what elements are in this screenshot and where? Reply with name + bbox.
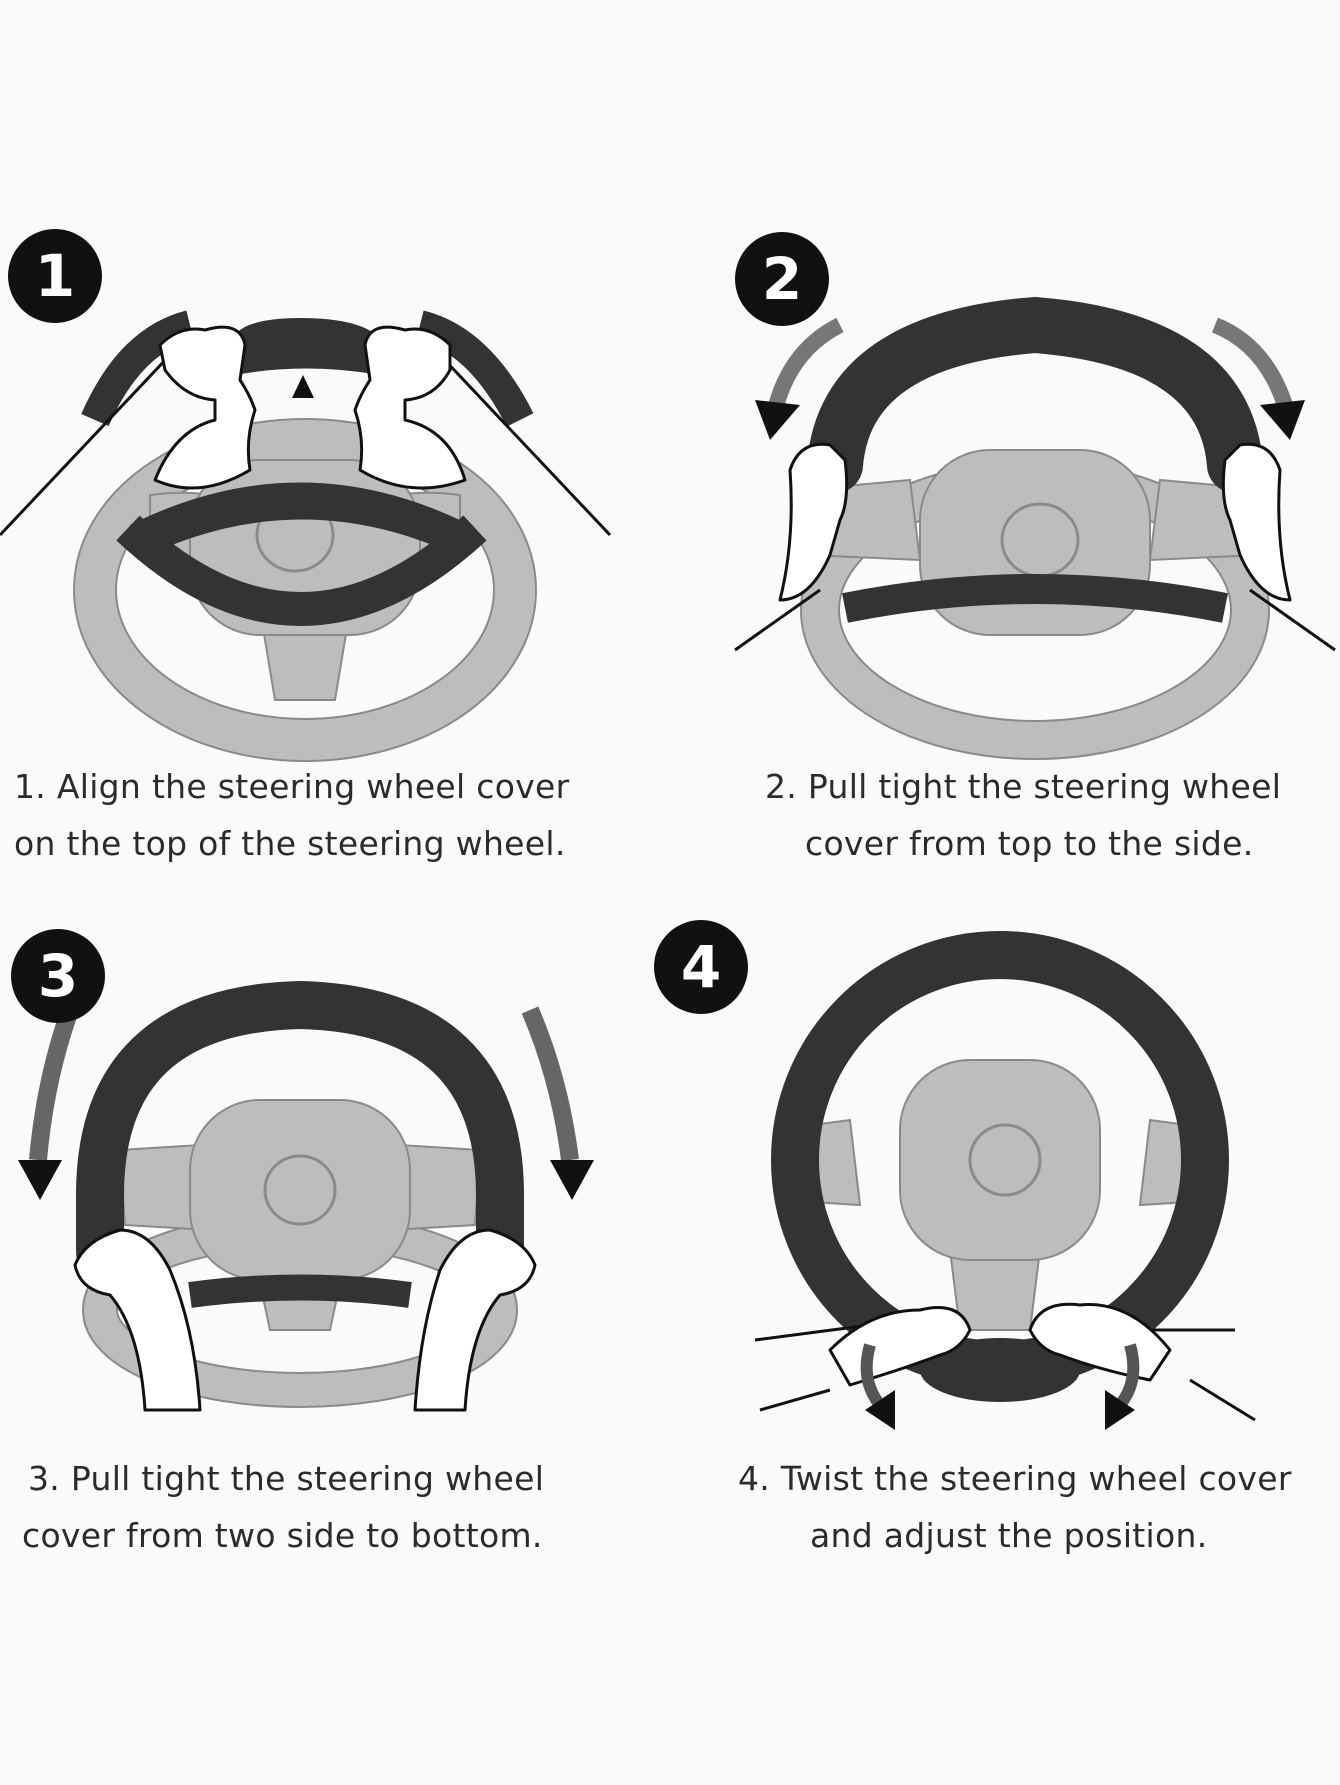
step-2-caption: 2. Pull tight the steering wheel cover f…	[765, 758, 1340, 872]
caption-line: cover from two side to bottom.	[22, 1516, 543, 1555]
step-1: 1 1. Align the steering wheel cover on t…	[0, 0, 670, 863]
twist-arrow-icon	[1105, 1343, 1140, 1430]
caption-line: 2. Pull tight the steering wheel	[765, 767, 1282, 806]
pull-arrow-icon	[521, 1006, 594, 1200]
steering-wheel-illustration	[82, 1099, 518, 1408]
caption-line: and adjust the position.	[810, 1516, 1208, 1555]
step-number-badge: 3	[11, 929, 105, 1023]
step-4-illustration	[754, 931, 1256, 1430]
twist-arrow-icon	[860, 1343, 895, 1430]
hands-icon	[153, 325, 467, 490]
caption-line: 4. Twist the steering wheel cover	[738, 1459, 1292, 1498]
hands-icon	[778, 442, 1292, 602]
step-1-caption: 1. Align the steering wheel cover on the…	[14, 758, 654, 872]
step-3: 3 3. Pull tight the steering wheel cover…	[0, 910, 670, 1610]
wheel-cover-top	[226, 318, 388, 375]
step-number-badge: 1	[8, 229, 102, 323]
align-marker-icon	[292, 375, 314, 398]
pull-arrow-icon	[18, 1006, 79, 1200]
caption-line: 3. Pull tight the steering wheel	[28, 1459, 545, 1498]
step-4-caption: 4. Twist the steering wheel cover and ad…	[738, 1450, 1340, 1564]
step-2-illustration	[734, 296, 1336, 760]
wheel-cover-arch	[807, 296, 1263, 493]
step-4: 4 4. Twist the steering wheel cover and …	[654, 910, 1340, 1610]
step-number-badge: 4	[654, 920, 748, 1014]
pull-arrow-icon	[755, 317, 844, 440]
wheel-cover-knot	[920, 1338, 1080, 1402]
step-1-illustration	[0, 310, 612, 762]
wheel-cover-band	[130, 482, 470, 560]
caption-line: cover from top to the side.	[805, 824, 1254, 863]
caption-line: 1. Align the steering wheel cover	[14, 767, 570, 806]
step-2: 2 2. Pull tight the steering wheel cover…	[670, 0, 1340, 863]
hands-icon	[73, 1228, 537, 1412]
pull-arrow-icon	[1211, 317, 1305, 440]
wheel-cover-ring	[76, 980, 524, 1196]
step-number-badge: 2	[735, 232, 829, 326]
step-3-caption: 3. Pull tight the steering wheel cover f…	[22, 1450, 668, 1564]
step-3-illustration	[18, 980, 594, 1412]
caption-line: on the top of the steering wheel.	[14, 824, 566, 863]
